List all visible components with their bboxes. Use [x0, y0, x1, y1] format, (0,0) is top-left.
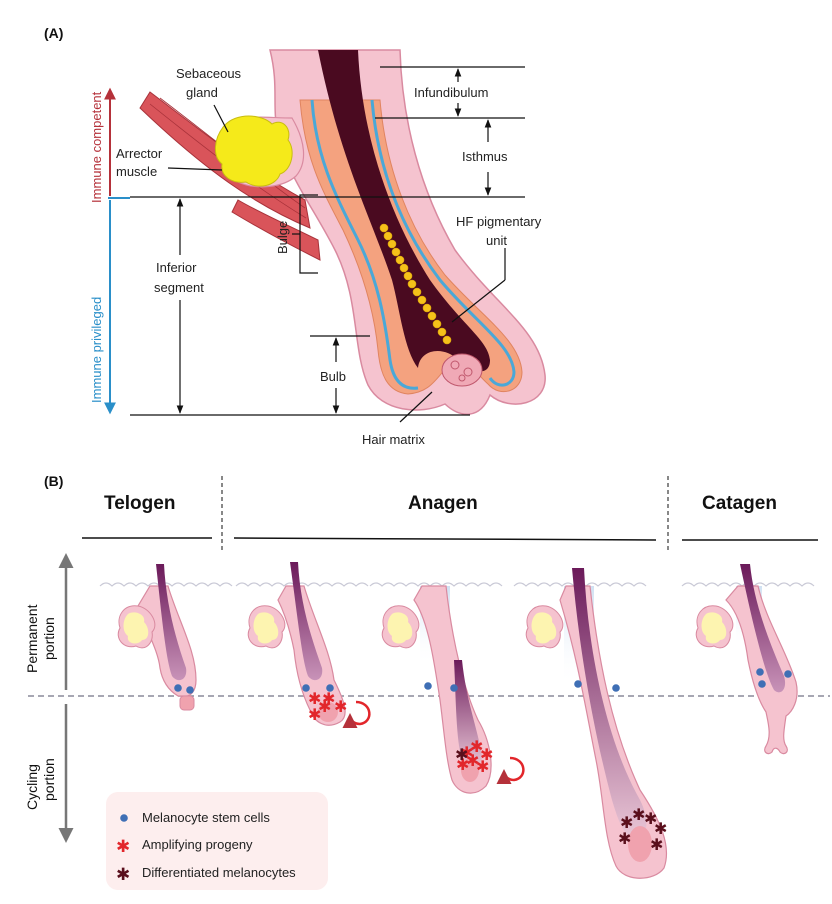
svg-text:✱: ✱	[654, 819, 667, 838]
cycle-arrows	[342, 700, 525, 785]
legend-differentiated-marker: ✱	[116, 865, 130, 885]
sebaceous-gland-label-2: gland	[186, 85, 218, 100]
immune-competent-label: Immune competent	[89, 91, 104, 203]
segment-lines	[130, 66, 525, 423]
arrector-muscle-label-1: Arrector	[116, 146, 163, 161]
sebaceous-gland-shape	[215, 115, 293, 187]
svg-text:✱: ✱	[322, 689, 335, 708]
svg-text:✱: ✱	[480, 745, 493, 764]
follicle-telogen	[117, 564, 197, 711]
svg-text:✱: ✱	[318, 697, 331, 716]
legend-stem-label: Melanocyte stem cells	[142, 810, 270, 825]
legend-differentiated-label: Differentiated melanocytes	[142, 865, 296, 880]
svg-text:✱: ✱	[466, 751, 479, 770]
follicle-catagen	[695, 564, 798, 755]
arrector-muscle-label-2: muscle	[116, 164, 157, 179]
legend-amplifying-label: Amplifying progeny	[142, 837, 253, 852]
follicle-anagen-3	[525, 568, 668, 879]
immune-privileged-label: Immune privileged	[89, 297, 104, 403]
svg-text:✱: ✱	[620, 813, 633, 832]
bulb-label: Bulb	[320, 369, 346, 384]
svg-text:✱: ✱	[308, 689, 321, 708]
svg-text:✱: ✱	[456, 755, 469, 774]
phase-dividers	[82, 476, 818, 550]
amplifying-progeny: ✱✱✱ ✱✱ ✱✱✱ ✱✱✱	[308, 689, 493, 776]
legend-amplifying-marker: ✱	[116, 837, 130, 857]
hair-matrix-label: Hair matrix	[362, 432, 425, 447]
permanent-label-2: portion	[41, 617, 57, 660]
svg-text:✱: ✱	[334, 697, 347, 716]
svg-text:✱: ✱	[476, 757, 489, 776]
legend: ✱ ✱ Melanocyte stem cells Amplifying pro…	[106, 792, 328, 890]
svg-text:✱: ✱	[644, 809, 657, 828]
svg-text:✱: ✱	[632, 805, 645, 824]
svg-text:✱: ✱	[650, 835, 663, 854]
immune-zone-bars	[104, 87, 130, 415]
svg-text:✱: ✱	[308, 705, 321, 724]
svg-text:✱: ✱	[618, 829, 631, 848]
catagen-heading: Catagen	[702, 493, 777, 514]
panel-a-label: (A)	[44, 25, 63, 41]
cycling-label-2: portion	[41, 758, 57, 801]
inferior-segment-label-2: segment	[154, 280, 204, 295]
bulge-label: Bulge	[275, 221, 290, 254]
permanent-label-1: Permanent	[24, 604, 40, 673]
panel-b-label: (B)	[44, 473, 63, 489]
infundibulum-label: Infundibulum	[414, 85, 488, 100]
isthmus-label: Isthmus	[462, 149, 508, 164]
pigmentary-unit-label-2: unit	[486, 233, 507, 248]
pigmentary-unit-label-1: HF pigmentary	[456, 214, 542, 229]
differentiated-melanocytes: ✱ ✱✱✱ ✱✱✱	[455, 745, 667, 854]
svg-text:✱: ✱	[460, 743, 473, 762]
sebaceous-gland-label-1: Sebaceous	[176, 66, 242, 81]
inferior-segment-label-1: Inferior	[156, 260, 197, 275]
svg-text:✱: ✱	[470, 737, 483, 756]
cycling-label-1: Cycling	[24, 764, 40, 810]
svg-text:✱: ✱	[455, 745, 468, 764]
anagen-heading: Anagen	[408, 493, 478, 514]
skin-surfaces	[99, 582, 815, 587]
legend-stem-marker	[120, 814, 128, 822]
telogen-heading: Telogen	[104, 493, 175, 514]
melanocyte-stem-cells	[174, 668, 792, 694]
